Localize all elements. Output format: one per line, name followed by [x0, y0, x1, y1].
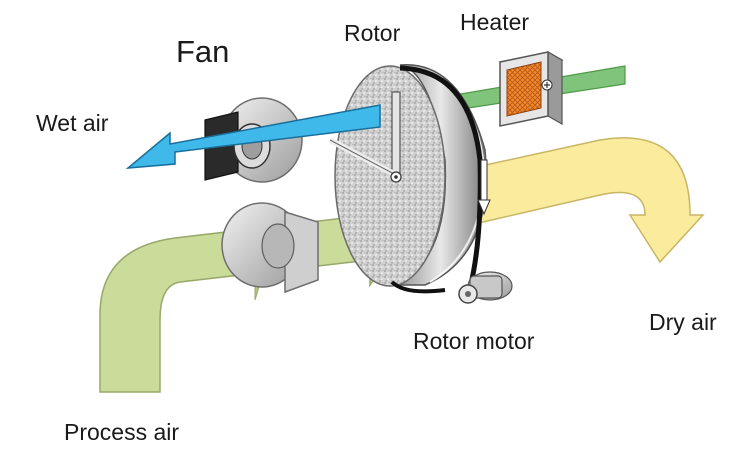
process-air-label: Process air: [64, 419, 180, 445]
wet-air-flow: [125, 104, 381, 169]
heater: [498, 50, 564, 127]
dry-air-flow: [438, 137, 705, 264]
lower-fan-housing: [221, 202, 319, 294]
heater-label: Heater: [460, 9, 530, 35]
rotor-shaft: [328, 91, 402, 183]
rotor-label: Rotor: [344, 20, 401, 46]
rotor-face: [334, 65, 446, 287]
rotor-motor: [390, 65, 513, 304]
dry-air-label: Dry air: [649, 309, 717, 335]
wet-air-label: Wet air: [36, 110, 109, 136]
heater-grid: [506, 61, 542, 117]
rotor: [334, 64, 487, 287]
fan-label: Fan: [176, 34, 230, 69]
rotor-motor-label: Rotor motor: [413, 328, 535, 354]
rotation-direction-arrow: [477, 159, 491, 216]
